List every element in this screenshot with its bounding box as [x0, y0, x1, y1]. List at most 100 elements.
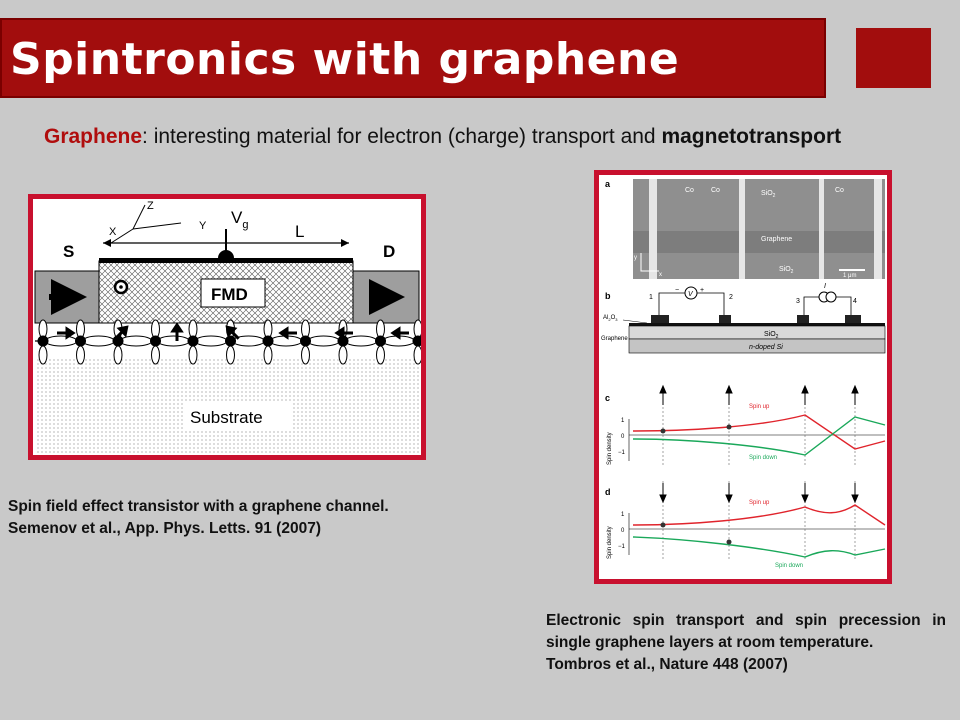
lattice-atom: [375, 335, 386, 347]
al2o3-label: Al2O3: [603, 315, 618, 322]
sem-co-2: Co: [711, 187, 720, 194]
substrate-label-box: [183, 401, 293, 431]
magnetization-dot: [119, 285, 123, 289]
lattice-orbital: [188, 345, 198, 365]
lattice-bond: [157, 335, 190, 347]
lattice-bond: [44, 335, 78, 347]
electrode-1-label: 1: [649, 294, 653, 301]
spin-transport-figure: a Co Co Co SiO2 Graphene SiO2 1 μm y x b…: [594, 170, 892, 584]
panel-c-label: c: [605, 393, 610, 403]
sem-co-electrode-2: [739, 179, 745, 279]
fmd-label-box: [200, 278, 266, 308]
lattice-bond: [82, 335, 115, 347]
sem-image: [633, 179, 885, 279]
al2o3-3: 3: [615, 317, 618, 322]
caption-right-citation: Tombros et al., Nature 448 (2007): [546, 656, 788, 673]
d-spin-down-label: Spin down: [775, 563, 803, 569]
d-point-2: [726, 539, 732, 545]
al2o3-2: 2: [608, 317, 611, 322]
spin-density-d-label: Spin density: [607, 526, 613, 559]
intro-emphasis: magnetotransport: [661, 125, 842, 148]
caption-left: Spin field effect transistor with a grap…: [8, 496, 448, 540]
channel-spin-arrows: [57, 322, 409, 341]
substrate-label: Substrate: [190, 408, 263, 427]
d-spin-up-label: Spin up: [749, 500, 770, 506]
d-spin-up-curve: [632, 504, 886, 526]
electrode-3-label: 3: [796, 298, 800, 305]
lattice-orbital: [376, 345, 385, 365]
title-bar: Spintronics with graphene: [0, 18, 826, 98]
sem-axis-x: x: [659, 272, 662, 278]
axis-y-label: Y: [199, 220, 207, 232]
lattice-orbital: [413, 319, 423, 339]
fmd-label: FMD: [211, 285, 248, 304]
spin-arrow: [390, 326, 409, 340]
lattice-orbital: [38, 345, 48, 365]
lattice-orbital: [151, 345, 160, 365]
axis-x-label: X: [109, 226, 117, 238]
d-arrows: [659, 483, 859, 504]
d-tick-m1: −1: [618, 544, 626, 550]
gate-label: Vg: [231, 208, 248, 231]
graphene-lattice: [35, 319, 453, 365]
c-point-2: [726, 424, 732, 430]
lattice-orbital: [76, 345, 85, 365]
voltmeter-label: V: [688, 291, 694, 298]
c-spin-down-label: Spin down: [749, 455, 777, 461]
sem-co-1: Co: [685, 187, 694, 194]
sio2-layer-label: SiO2: [764, 331, 779, 340]
voltmeter-minus: −: [675, 287, 679, 294]
lattice-orbital: [263, 345, 273, 365]
lattice-orbital: [38, 319, 48, 339]
lattice-orbital: [413, 345, 423, 365]
current-source-b: [825, 291, 837, 303]
graphene-layer: [629, 323, 885, 326]
axis-z-label: Z: [147, 200, 154, 212]
al2o3-al: Al: [603, 315, 608, 321]
sem-co-electrode-1: [649, 179, 657, 279]
graphene-layer-label: Graphene: [601, 336, 628, 342]
axis-z-line: [132, 204, 146, 230]
sem-sio2-top: SiO2: [761, 190, 776, 199]
sem-graphene-strip: [633, 231, 885, 253]
c-arrows: [659, 384, 859, 405]
d-tick-0: 0: [621, 528, 625, 534]
spin-fet-diagram: Substrate S D FMD Vg L Z Y X: [34, 200, 453, 453]
sio2-layer: [628, 325, 886, 340]
gate-sub: g: [242, 219, 248, 231]
panel-d-label: d: [605, 487, 611, 497]
electrode-2: [719, 315, 731, 323]
gate-electrode: [99, 258, 353, 263]
c-tick-1: 1: [621, 418, 625, 424]
scale-bar-label: 1 μm: [843, 273, 856, 279]
d-electrode-lines: [662, 481, 856, 559]
si-layer: [628, 338, 886, 354]
panel-a-label: a: [605, 179, 611, 189]
lattice-orbital: [301, 345, 310, 365]
sio2-layer-text: SiO: [764, 331, 776, 338]
spin-arrow: [114, 325, 129, 340]
c-spin-down-curve: [632, 416, 886, 456]
lattice-atom: [150, 335, 161, 347]
sem-graphene-label: Graphene: [761, 236, 792, 243]
spin-transport-panels: a Co Co Co SiO2 Graphene SiO2 1 μm y x b…: [601, 179, 886, 569]
lattice-bond: [119, 335, 153, 347]
intro-keyword: Graphene: [44, 125, 143, 148]
lattice-orbital: [376, 319, 385, 339]
caption-left-description: Spin field effect transistor with a grap…: [8, 498, 389, 515]
lattice-orbital: [151, 319, 160, 339]
lattice-atom: [300, 335, 311, 347]
sem-sio2-top-text: SiO: [761, 190, 773, 197]
c-spin-up-label: Spin up: [749, 404, 770, 410]
sem-sio2-bottom: SiO2: [779, 266, 794, 275]
spin-arrow: [278, 326, 297, 340]
spin-density-c-label: Spin density: [607, 432, 613, 465]
lattice-atom: [187, 335, 199, 347]
lattice-orbital: [76, 319, 85, 339]
electrode-2-label: 2: [729, 294, 733, 301]
sem-axes: [640, 253, 659, 272]
sem-sio2-bottom-sub: 2: [791, 269, 794, 275]
d-tick-1: 1: [621, 512, 625, 518]
intro-text: Graphene: interesting material for elect…: [44, 122, 904, 151]
sem-axis-y: y: [634, 255, 637, 261]
